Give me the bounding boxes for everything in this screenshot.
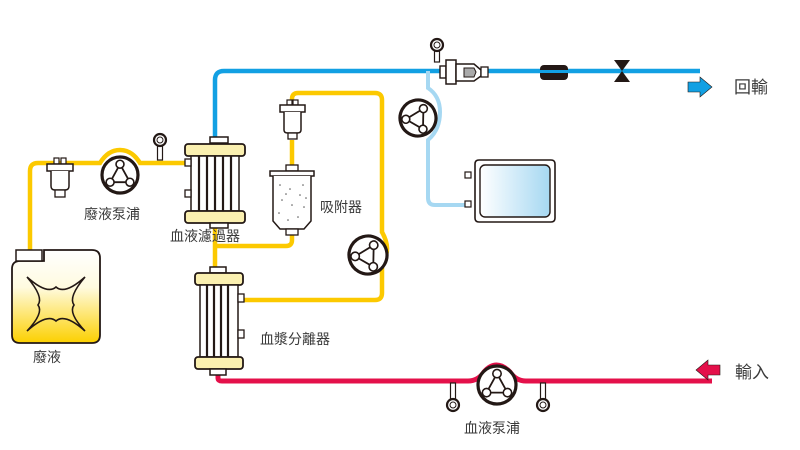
plasma-pump[interactable] — [342, 229, 394, 281]
adsorber[interactable] — [269, 164, 315, 236]
plasma-lines — [27, 90, 390, 303]
return-arrow-icon — [687, 76, 713, 98]
blood-input-line — [215, 362, 712, 384]
fluid-bag[interactable] — [464, 159, 556, 223]
label-hemofilter: 血液濾過器 — [170, 229, 240, 245]
blood-return-line — [212, 68, 700, 140]
label-adsorber: 吸附器 — [320, 200, 362, 216]
label-blood-pump: 血液泵浦 — [464, 421, 520, 437]
plasma-separator[interactable] — [194, 266, 245, 376]
return-pressure-gauge — [429, 37, 445, 63]
blood-pump[interactable] — [476, 364, 518, 406]
adsorber-inlet-chamber — [279, 99, 306, 140]
hemofilter[interactable] — [184, 136, 246, 229]
waste-pump[interactable] — [100, 155, 140, 195]
waste-container[interactable] — [11, 249, 101, 344]
waste-drip-chamber — [46, 157, 74, 198]
label-waste-pump: 廢液泵浦 — [84, 206, 140, 223]
input-arrow-icon — [695, 359, 721, 381]
fluid-bag-line — [426, 71, 470, 207]
label-plasma-separator: 血漿分離器 — [260, 331, 330, 348]
label-waste: 廢液 — [33, 349, 61, 366]
air-detector-tube — [540, 70, 568, 73]
label-input: 輸入 — [735, 363, 769, 383]
clamp-valve[interactable] — [614, 60, 630, 82]
label-return: 回輸 — [734, 78, 768, 98]
arterial-pressure-gauge — [445, 382, 461, 413]
waste-pressure-gauge — [152, 132, 168, 161]
return-pump[interactable] — [393, 93, 442, 142]
drip-chamber[interactable] — [439, 59, 489, 85]
venous-pressure-gauge — [535, 382, 551, 413]
